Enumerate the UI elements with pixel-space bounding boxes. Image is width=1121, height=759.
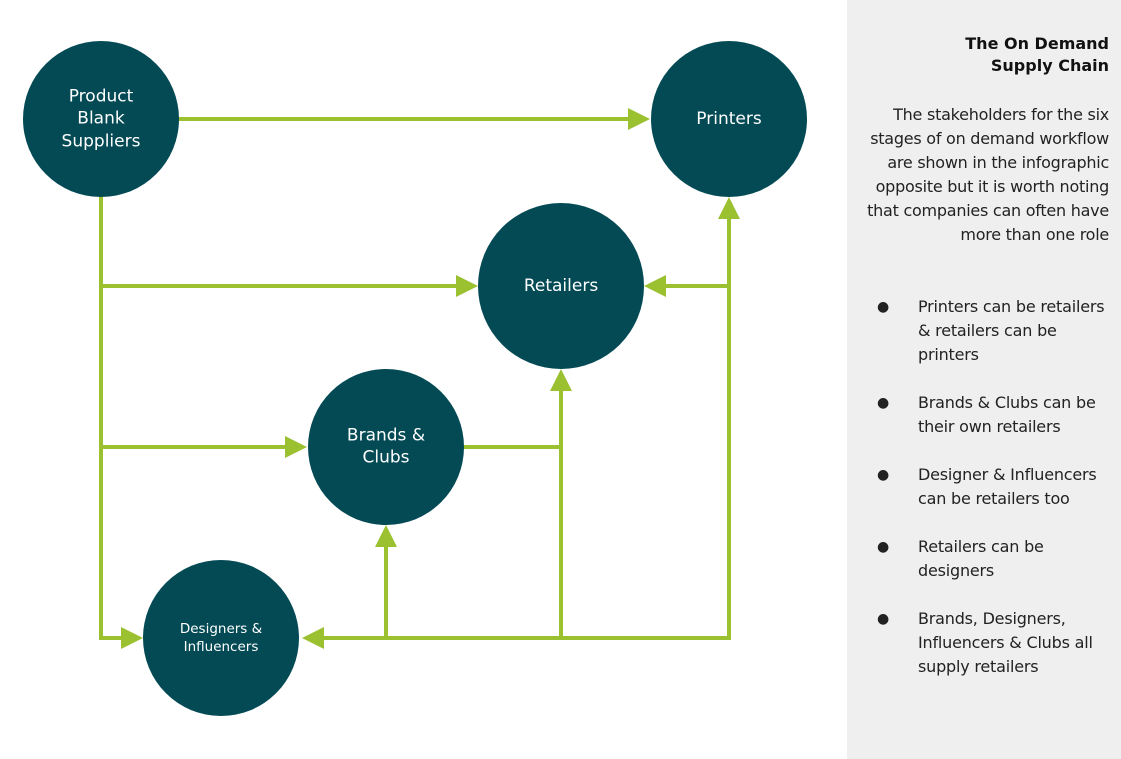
diagram-canvas: [23, 41, 807, 716]
role-notes-list: ● Printers can be retailers & retailers c…: [877, 295, 1113, 703]
panel-description: The stakeholders for the six stages of o…: [867, 105, 1109, 244]
note-item: ● Printers can be retailers & retailers c…: [877, 295, 1113, 367]
arrowhead-into-designers-left: [121, 627, 143, 649]
node-retailers: [478, 203, 644, 369]
note-item: ● Brands, Designers, Influencers & Clubs …: [877, 607, 1113, 679]
node-label-brands-clubs: Brands & Clubs: [346, 425, 426, 468]
node-circles: [23, 41, 807, 716]
arrowhead-into-brands-bottom: [375, 525, 397, 547]
note-text: Brands & Clubs can be their own retailer…: [918, 393, 1096, 436]
connector-lines: [99, 117, 731, 640]
node-printers: [651, 41, 807, 197]
note-item: ● Designer & Influencers can be retailers…: [877, 463, 1113, 511]
arrowhead-into-brands: [285, 436, 307, 458]
note-text: Retailers can be designers: [918, 537, 1044, 580]
bullet-icon: ●: [877, 395, 890, 411]
note-item: ● Brands & Clubs can be their own retaile…: [877, 391, 1113, 439]
node-product-blank-suppliers: [23, 41, 179, 197]
note-item: ● Retailers can be designers: [877, 535, 1113, 583]
panel-title: The On Demand Supply Chain: [965, 34, 1109, 75]
node-designers-influencers: [143, 560, 299, 716]
note-text: Designer & Influencers can be retailers …: [918, 465, 1097, 508]
node-label-designers-influencers: Designers & Influencers: [179, 620, 263, 655]
bullet-icon: ●: [877, 611, 890, 627]
node-label-retailers: Retailers: [523, 275, 599, 296]
bullet-icon: ●: [877, 539, 890, 555]
node-label-printers: Printers: [696, 108, 762, 129]
node-brands-clubs: [308, 369, 464, 525]
node-label-product-blank-suppliers: Product Blank Suppliers: [61, 86, 141, 152]
arrowhead-into-retailers-bottom: [550, 369, 572, 391]
arrowhead-into-retailers-right: [644, 275, 666, 297]
bullet-icon: ●: [877, 299, 890, 315]
note-text: Printers can be retailers & retailers ca…: [918, 297, 1105, 364]
side-panel: The On Demand Supply Chain The stakehold…: [847, 0, 1121, 759]
arrowhead-into-printers: [628, 108, 650, 130]
bullet-icon: ●: [877, 467, 890, 483]
arrowheads: [121, 108, 740, 649]
arrowhead-into-designers-right: [302, 627, 324, 649]
arrowhead-into-printers-bottom: [718, 197, 740, 219]
supply-chain-diagram: Product Blank Suppliers Printers Retaile…: [23, 41, 807, 716]
note-text: Brands, Designers, Influencers & Clubs a…: [918, 609, 1093, 676]
arrowhead-into-retailers-left: [456, 275, 478, 297]
